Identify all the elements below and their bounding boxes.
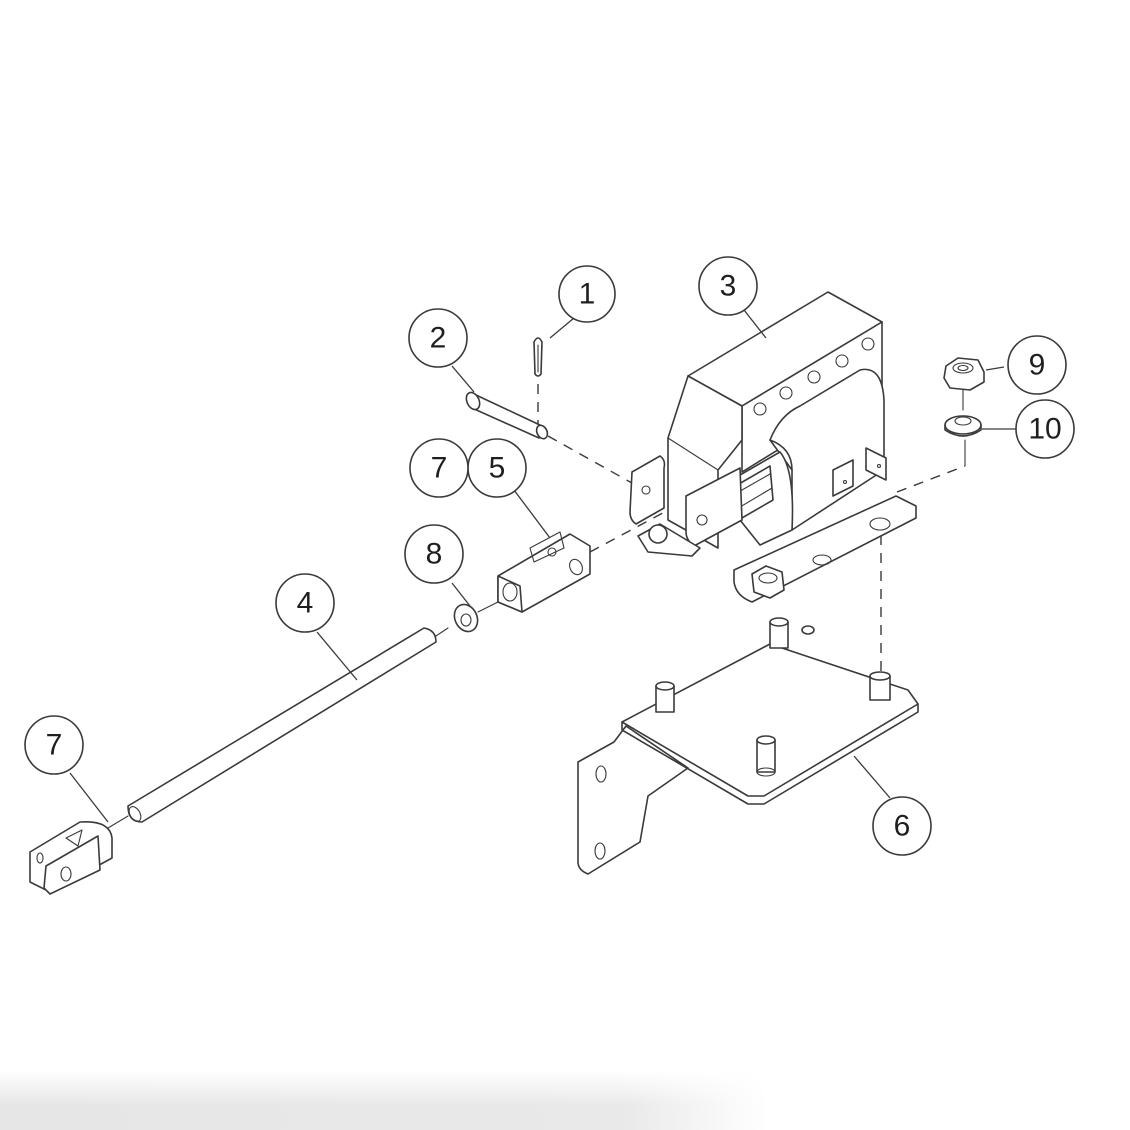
callout-10: 10: [1015, 399, 1075, 459]
callout-8: 8: [404, 524, 464, 584]
callout-3: 3: [698, 256, 758, 316]
callout-2: 2: [408, 308, 468, 368]
svg-text:10: 10: [1028, 413, 1061, 446]
part-mounting-bracket: [577, 617, 919, 875]
part-clevis-yoke: [497, 531, 591, 613]
callout-leaders: [69, 309, 1016, 823]
svg-text:6: 6: [894, 810, 911, 843]
part-clevis-pin: [465, 391, 549, 440]
svg-text:5: 5: [489, 452, 506, 485]
part-clevis-yoke-end: [29, 821, 113, 895]
svg-text:1: 1: [579, 278, 596, 311]
callout-5: 5: [467, 438, 527, 498]
part-solenoid: [629, 291, 917, 603]
part-lock-nut: [943, 357, 985, 391]
part-cotter-pin: [533, 337, 543, 377]
svg-text:8: 8: [426, 538, 443, 571]
callout-4: 4: [275, 573, 335, 633]
bottom-shadow-strip: [0, 1070, 1130, 1130]
bracket-posts: [655, 617, 891, 777]
svg-text:3: 3: [720, 270, 737, 303]
callout-7-upper: 7: [409, 438, 469, 498]
svg-text:7: 7: [46, 729, 63, 762]
svg-text:9: 9: [1029, 349, 1046, 382]
svg-text:7: 7: [431, 452, 448, 485]
callout-6: 6: [872, 796, 932, 856]
callout-7-lower: 7: [24, 715, 84, 775]
part-threaded-rod: [107, 627, 449, 829]
part-flat-washer: [944, 415, 982, 437]
svg-text:4: 4: [297, 587, 314, 620]
callout-1: 1: [558, 265, 616, 323]
svg-text:2: 2: [430, 322, 447, 355]
part-jam-nut: [453, 601, 499, 633]
callout-9: 9: [1007, 335, 1067, 395]
